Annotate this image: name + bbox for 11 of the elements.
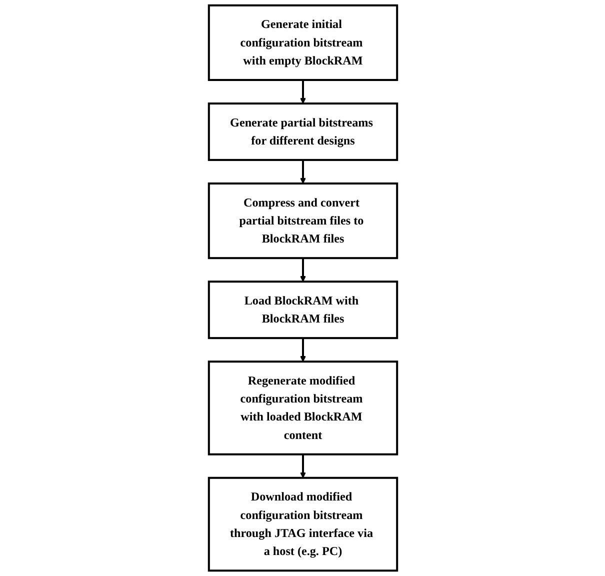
node-box: Compress and convert partial bitstream files to BlockRAM files [207, 182, 398, 260]
node-box: Load BlockRAM with BlockRAM files [207, 280, 398, 340]
arrow [300, 258, 306, 282]
node-box: Generate initial configuration bitstream with empty BlockRAM [207, 4, 398, 81]
node-box: Generate partial bitstreams for different designs [207, 102, 398, 161]
node-box: Download modified configuration bitstream through JTAG interface via a host (e.g. PC) [207, 476, 398, 572]
arrow [300, 454, 306, 478]
arrow [300, 80, 306, 104]
node-box: Regenerate modified configuration bitstream with loaded BlockRAM content [207, 360, 398, 456]
arrow [300, 338, 306, 362]
arrow [300, 160, 306, 184]
